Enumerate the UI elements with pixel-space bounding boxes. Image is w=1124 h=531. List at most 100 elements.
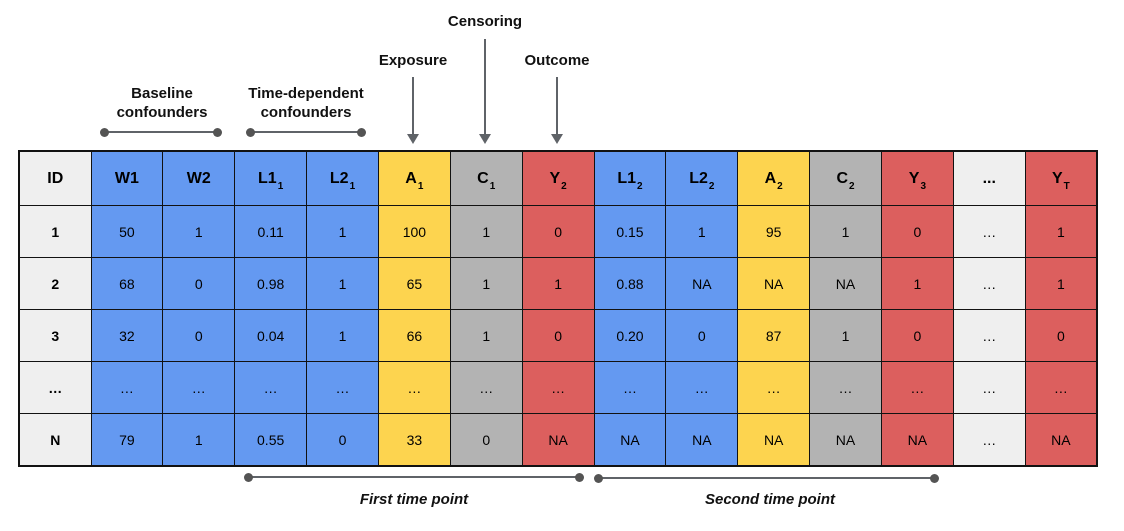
table-cell: 1 xyxy=(521,257,595,310)
column-header-subscript: 2 xyxy=(561,180,567,192)
first-time-point-bracket xyxy=(244,472,584,482)
table-cell: 79 xyxy=(90,413,164,467)
table-cell: … xyxy=(90,361,164,414)
table-cell: 0 xyxy=(521,205,595,258)
table-cell: … xyxy=(952,413,1026,467)
table-cell: 0.55 xyxy=(234,413,308,467)
table-cell: 0 xyxy=(162,257,236,310)
column-header: W2 xyxy=(162,150,236,206)
table-cell: 0.20 xyxy=(593,309,667,362)
exposure-arrow-icon xyxy=(412,77,414,135)
column-header: Y2 xyxy=(521,150,595,206)
table-cell: 32 xyxy=(90,309,164,362)
table-cell: 0 xyxy=(449,413,523,467)
column-header-subscript: 1 xyxy=(277,180,284,192)
table-cell: … xyxy=(593,361,667,414)
column-header: W1 xyxy=(90,150,164,206)
table-cell: 87 xyxy=(737,309,811,362)
table-cell: … xyxy=(234,361,308,414)
column-header: ID xyxy=(18,150,92,206)
table-cell: 1 xyxy=(449,257,523,310)
table-cell: … xyxy=(306,361,379,414)
table-cell: … xyxy=(1024,361,1098,414)
table-cell: … xyxy=(162,361,236,414)
second-time-point-label: Second time point xyxy=(704,491,835,508)
table-cell: … xyxy=(665,361,739,414)
table-cell: 1 xyxy=(306,257,379,310)
column-header: Y3 xyxy=(880,150,954,206)
table-cell: NA xyxy=(593,413,667,467)
time-dependent-confounders-label: Time-dependent confounders xyxy=(248,85,364,122)
baseline-confounders-label: Baseline confounders xyxy=(116,85,208,122)
column-header-subscript: 2 xyxy=(708,180,715,192)
column-header-subscript: 2 xyxy=(849,180,855,192)
table-cell: N xyxy=(18,413,92,467)
censoring-label: Censoring xyxy=(447,13,523,30)
table-cell: 0.04 xyxy=(234,309,308,362)
table-cell: … xyxy=(952,205,1026,258)
table-cell: … xyxy=(521,361,595,414)
outcome-label: Outcome xyxy=(524,52,590,69)
table-cell: 1 xyxy=(306,205,379,258)
table-cell: 1 xyxy=(449,309,523,362)
table-cell: NA xyxy=(737,413,811,467)
table-cell: 95 xyxy=(737,205,811,258)
column-header-subscript: 1 xyxy=(417,180,424,192)
column-header: YT xyxy=(1024,150,1098,206)
column-header: L12 xyxy=(593,150,667,206)
time-dependent-confounders-bracket xyxy=(246,127,366,137)
column-header: L11 xyxy=(234,150,308,206)
table-cell: 1 xyxy=(18,205,92,258)
table-cell: … xyxy=(952,361,1026,414)
column-header: C2 xyxy=(809,150,882,206)
table-cell: 66 xyxy=(377,309,451,362)
column-header: A1 xyxy=(377,150,451,206)
table-cell: 3 xyxy=(18,309,92,362)
table-cell: 1 xyxy=(449,205,523,258)
table-cell: … xyxy=(377,361,451,414)
table-cell: … xyxy=(18,361,92,414)
table-cell: 1 xyxy=(306,309,379,362)
table-cell: 1 xyxy=(1024,205,1098,258)
column-header: A2 xyxy=(737,150,811,206)
table-cell: NA xyxy=(521,413,595,467)
column-header-subscript: T xyxy=(1063,180,1070,192)
table-cell: 1 xyxy=(809,309,882,362)
table-cell: … xyxy=(880,361,954,414)
table-cell: 100 xyxy=(377,205,451,258)
table-cell: 1 xyxy=(162,205,236,258)
table-cell: 33 xyxy=(377,413,451,467)
table-cell: 1 xyxy=(1024,257,1098,310)
table-cell: NA xyxy=(880,413,954,467)
table-cell: NA xyxy=(809,413,882,467)
second-time-point-bracket xyxy=(594,473,939,483)
table-row: ……………………………………… xyxy=(18,361,1098,414)
table-cell: 68 xyxy=(90,257,164,310)
table-cell: 0.88 xyxy=(593,257,667,310)
column-header: L21 xyxy=(306,150,379,206)
table-cell: NA xyxy=(1024,413,1098,467)
table-cell: 1 xyxy=(665,205,739,258)
table-cell: 0.98 xyxy=(234,257,308,310)
exposure-label: Exposure xyxy=(378,52,448,69)
column-header: L22 xyxy=(665,150,739,206)
column-header-subscript: 2 xyxy=(637,180,643,192)
table-cell: 0 xyxy=(1024,309,1098,362)
table-cell: 1 xyxy=(880,257,954,310)
table-cell: 0 xyxy=(665,309,739,362)
table-cell: 50 xyxy=(90,205,164,258)
table-cell: NA xyxy=(737,257,811,310)
table-cell: 1 xyxy=(162,413,236,467)
table-cell: … xyxy=(737,361,811,414)
table-cell: NA xyxy=(809,257,882,310)
baseline-confounders-bracket xyxy=(100,127,222,137)
column-header: ... xyxy=(952,150,1026,206)
table-cell: … xyxy=(952,257,1026,310)
